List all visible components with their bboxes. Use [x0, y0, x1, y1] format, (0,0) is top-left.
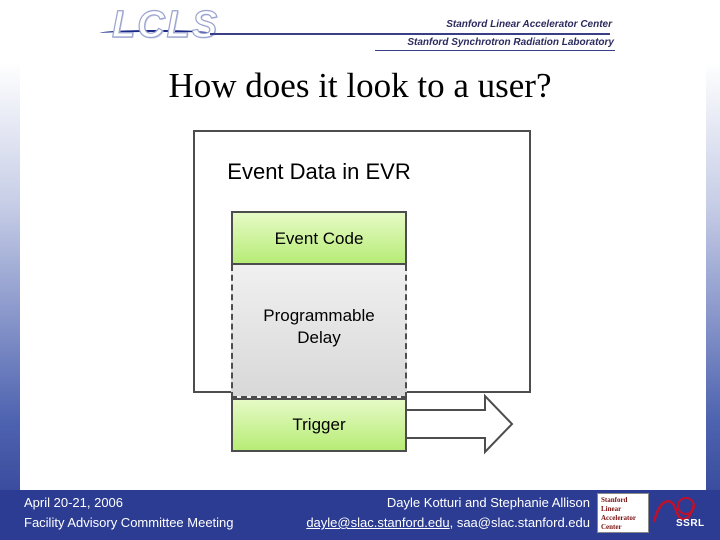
slac-logo-line-1: Stanford	[601, 496, 628, 504]
left-frame	[0, 62, 20, 540]
header-rule-secondary	[375, 50, 615, 51]
event-code-box: Event Code	[231, 211, 407, 265]
slac-logo-line-4: Center	[601, 523, 622, 531]
slac-logo: Stanford Linear Accelerator Center	[597, 493, 649, 533]
logo-swoosh	[100, 30, 210, 36]
slide-header: LCLS Stanford Linear Accelerator Center …	[0, 0, 720, 62]
trigger-label: Trigger	[292, 415, 346, 434]
email-separator: ,	[449, 515, 457, 530]
footer-authors: Dayle Kotturi and Stephanie Allison	[386, 495, 590, 510]
right-frame	[706, 62, 720, 540]
org-name-slac: Stanford Linear Accelerator Center	[446, 19, 612, 30]
footer-emails: dayle@slac.stanford.edu, saa@slac.stanfo…	[270, 515, 590, 530]
slide-title: How does it look to a user?	[168, 66, 552, 105]
lcls-logo: LCLS	[111, 3, 220, 46]
delay-label-line-2: Delay	[297, 328, 341, 347]
slac-logo-line-2: Linear	[601, 505, 622, 513]
delay-label-line-1: Programmable	[263, 306, 375, 325]
trigger-box: Trigger	[231, 398, 407, 452]
header-rule	[210, 33, 610, 35]
event-code-label: Event Code	[274, 229, 364, 248]
ssrl-logo: SSRL	[676, 518, 705, 529]
footer-date: April 20-21, 2006	[24, 495, 124, 510]
email-saa: saa@slac.stanford.edu	[456, 515, 590, 530]
output-arrow-icon	[405, 393, 514, 455]
programmable-delay-label: Programmable Delay	[233, 305, 405, 349]
footer-meeting: Facility Advisory Committee Meeting	[24, 515, 234, 530]
programmable-delay-box: Programmable Delay	[231, 265, 407, 398]
org-name-ssrl: Stanford Synchrotron Radiation Laborator…	[407, 37, 614, 48]
slac-logo-line-3: Accelerator	[601, 514, 636, 522]
evr-container-label: Event Data in EVR	[227, 159, 411, 184]
email-link-dayle[interactable]: dayle@slac.stanford.edu	[306, 515, 450, 530]
slac-accelerator-icon	[652, 497, 696, 523]
